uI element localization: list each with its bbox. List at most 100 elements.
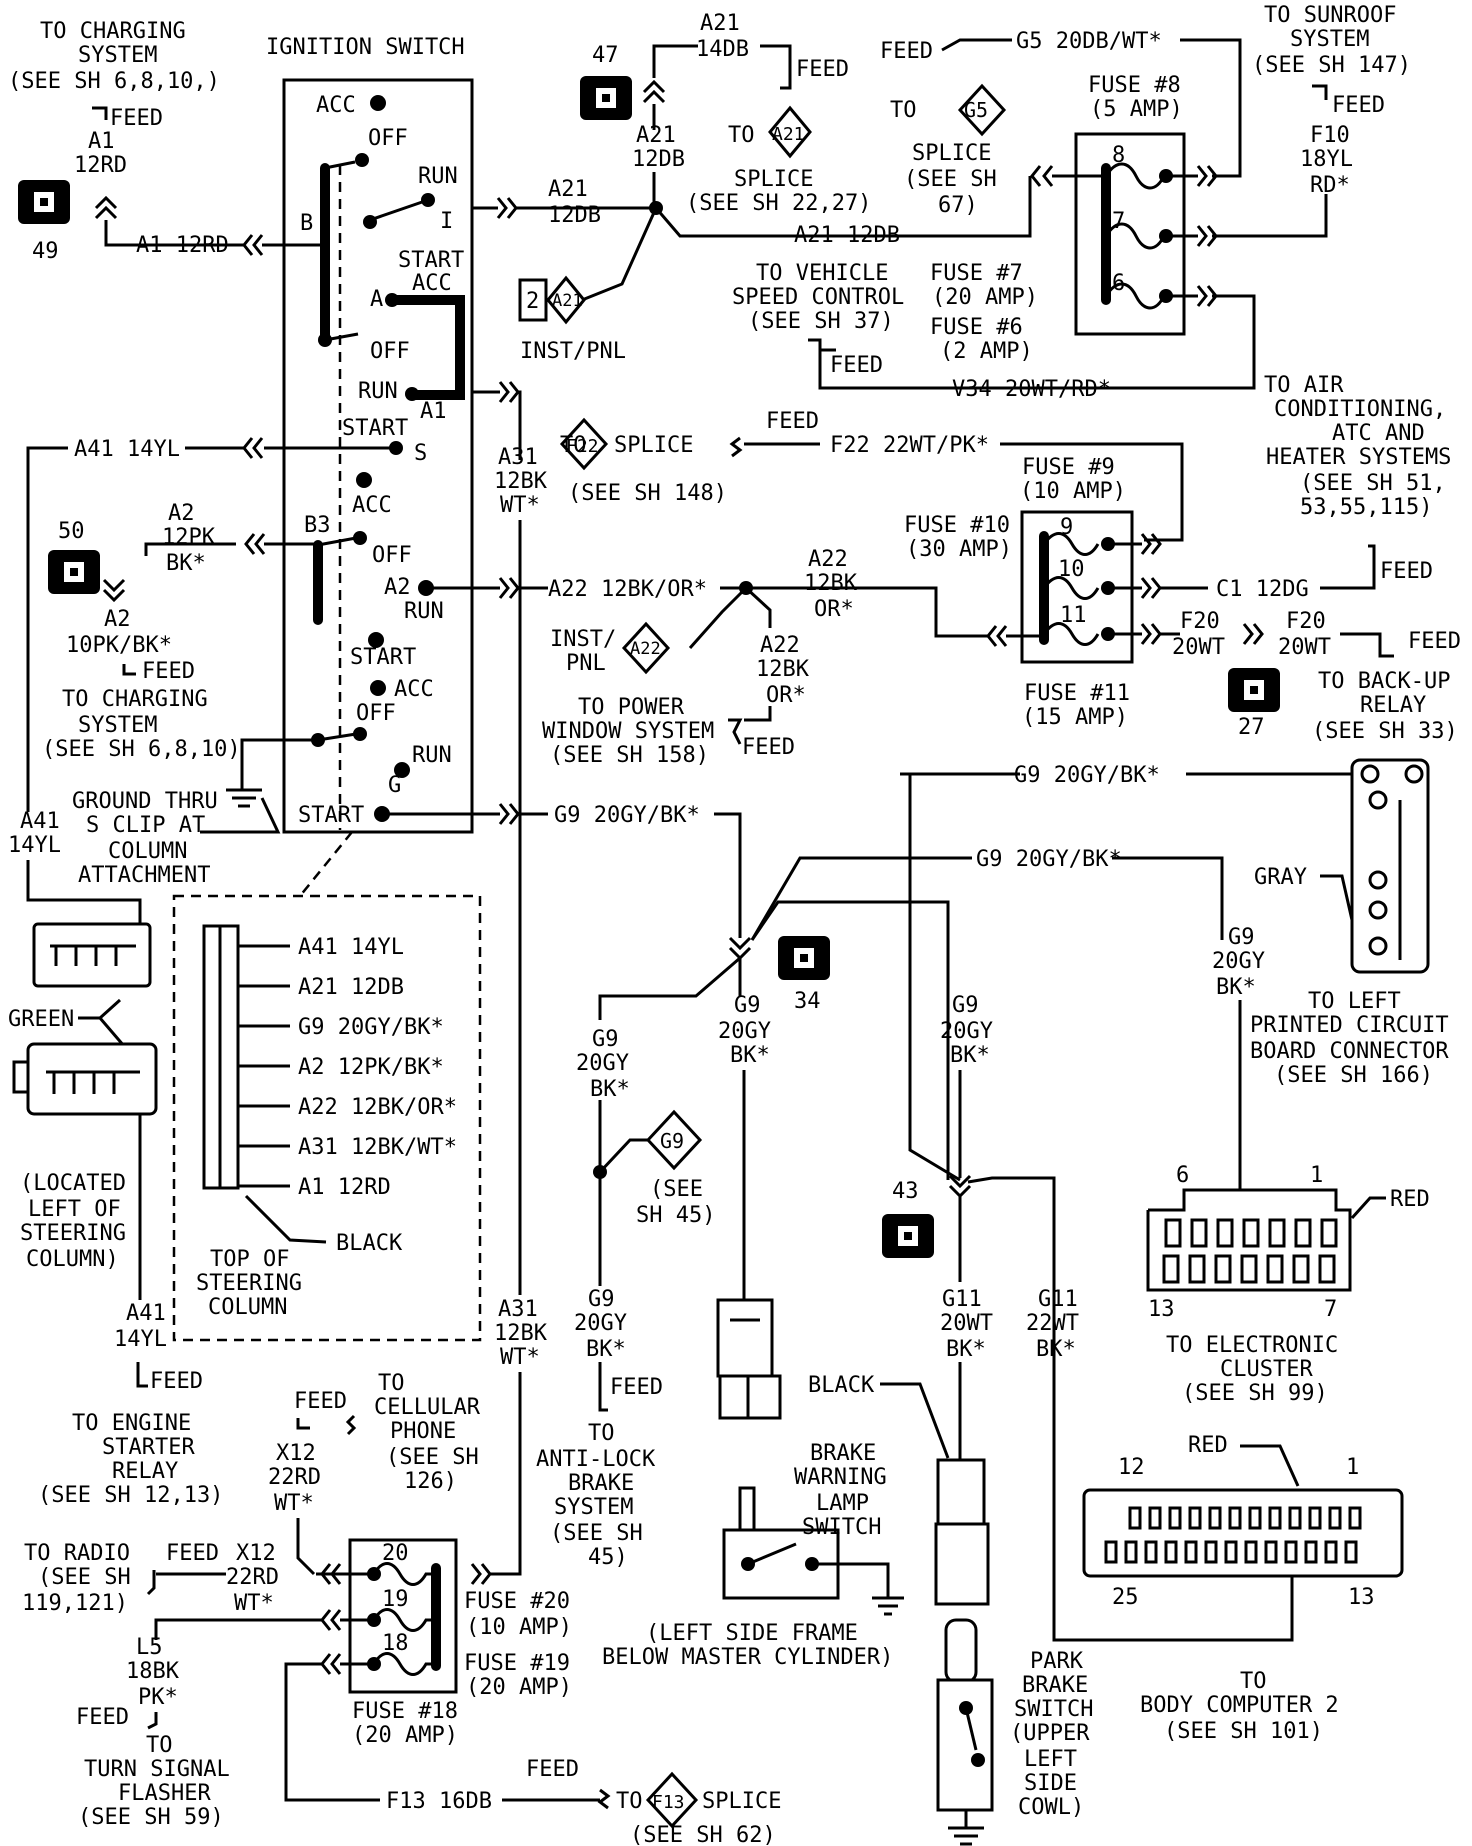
svg-text:RED: RED	[1390, 1187, 1430, 1212]
fuse-block-mid: FUSE #9 (10 AMP) FUSE #10 (30 AMP) 9 10 …	[904, 373, 1461, 744]
svg-text:G9: G9	[588, 1287, 615, 1312]
park-brake-switch-body	[936, 1678, 994, 1812]
svg-text:SPLICE: SPLICE	[614, 433, 693, 458]
green-connector-top	[32, 922, 152, 988]
body-computer-pin	[1288, 1506, 1302, 1530]
svg-text:14YL: 14YL	[114, 1327, 167, 1352]
body-computer-pin	[1244, 1540, 1258, 1564]
svg-text:WT*: WT*	[234, 1591, 274, 1616]
svg-text:BOARD CONNECTOR: BOARD CONNECTOR	[1250, 1039, 1449, 1064]
svg-text:TO CHARGING: TO CHARGING	[40, 19, 186, 44]
svg-text:BK*: BK*	[950, 1043, 990, 1068]
cluster-pin	[1188, 1254, 1206, 1284]
svg-text:RELAY: RELAY	[112, 1459, 178, 1484]
svg-text:OFF: OFF	[368, 126, 408, 151]
svg-text:12BK: 12BK	[756, 657, 810, 682]
svg-text:1: 1	[1310, 1163, 1323, 1188]
svg-text:20GY: 20GY	[574, 1311, 627, 1336]
body-computer-pin	[1168, 1506, 1182, 1530]
svg-text:F22: F22	[566, 436, 599, 457]
svg-text:A41 14YL: A41 14YL	[298, 935, 404, 960]
svg-text:10PK/BK*: 10PK/BK*	[66, 633, 172, 658]
svg-text:A2 12PK/BK*: A2 12PK/BK*	[298, 1055, 444, 1080]
svg-text:C1 12DG: C1 12DG	[1216, 577, 1309, 602]
svg-text:A22: A22	[808, 547, 848, 572]
svg-text:A2: A2	[384, 575, 411, 600]
body-computer-pin	[1228, 1506, 1242, 1530]
svg-text:12DB: 12DB	[632, 147, 685, 172]
svg-text:G11: G11	[942, 1287, 982, 1312]
splice-g5-diamond	[957, 83, 1007, 137]
svg-text:20GY: 20GY	[576, 1051, 629, 1076]
splice-f13-diamond	[645, 1771, 699, 1829]
svg-text:(SEE SH 148): (SEE SH 148)	[568, 481, 727, 506]
body-computer-pin	[1264, 1540, 1278, 1564]
svg-text:OR*: OR*	[814, 597, 854, 622]
svg-text:L5: L5	[136, 1635, 163, 1660]
svg-text:FEED: FEED	[766, 409, 819, 434]
svg-text:WINDOW SYSTEM: WINDOW SYSTEM	[542, 719, 714, 744]
svg-text:12DB: 12DB	[548, 203, 601, 228]
svg-text:RUN: RUN	[404, 599, 444, 624]
svg-text:A21: A21	[636, 123, 676, 148]
svg-text:G9: G9	[952, 993, 979, 1018]
svg-text:22WT: 22WT	[1026, 1311, 1079, 1336]
body-computer-pin	[1188, 1506, 1202, 1530]
splice-a22-diamond	[621, 621, 671, 675]
body-computer-plug	[1082, 1488, 1404, 1578]
svg-text:(2 AMP): (2 AMP)	[940, 339, 1033, 364]
svg-text:(20 AMP): (20 AMP)	[352, 1723, 458, 1748]
body-computer-pin	[1204, 1540, 1218, 1564]
svg-text:BELOW MASTER CYLINDER): BELOW MASTER CYLINDER)	[602, 1645, 893, 1670]
svg-text:S CLIP AT: S CLIP AT	[86, 813, 205, 838]
svg-text:A22: A22	[760, 633, 800, 658]
svg-text:TO RADIO: TO RADIO	[24, 1541, 130, 1566]
svg-text:13: 13	[1148, 1297, 1175, 1322]
svg-text:(LOCATED: (LOCATED	[20, 1171, 126, 1196]
svg-text:A41 14YL: A41 14YL	[74, 437, 180, 462]
svg-text:G9: G9	[1228, 925, 1255, 950]
svg-text:8: 8	[1112, 143, 1125, 168]
svg-text:A1: A1	[88, 129, 115, 154]
svg-text:PNL: PNL	[566, 651, 606, 676]
splice-f22-diamond	[559, 417, 609, 471]
body-computer-pin	[1164, 1540, 1178, 1564]
svg-text:TO: TO	[728, 123, 755, 148]
svg-text:BK*: BK*	[590, 1077, 630, 1102]
svg-text:(SEE SH 51,: (SEE SH 51,	[1300, 471, 1446, 496]
svg-text:FEED: FEED	[76, 1705, 129, 1730]
inst-pnl-connector	[518, 278, 548, 322]
svg-text:(SEE SH 59): (SEE SH 59)	[78, 1805, 224, 1830]
body-computer-pin	[1104, 1540, 1118, 1564]
svg-text:(SEE SH 101): (SEE SH 101)	[1164, 1719, 1323, 1744]
svg-text:FUSE #9: FUSE #9	[1022, 455, 1115, 480]
svg-text:126): 126)	[404, 1469, 457, 1494]
svg-text:TO: TO	[378, 1371, 405, 1396]
svg-text:TO: TO	[1240, 1669, 1267, 1694]
svg-text:TO: TO	[616, 1789, 643, 1814]
svg-text:(SEE SH: (SEE SH	[38, 1565, 131, 1590]
svg-text:47: 47	[592, 43, 619, 68]
svg-text:(SEE SH: (SEE SH	[550, 1521, 643, 1546]
svg-text:FEED: FEED	[830, 353, 883, 378]
svg-text:LEFT OF: LEFT OF	[28, 1197, 121, 1222]
svg-text:18BK: 18BK	[126, 1659, 180, 1684]
svg-text:14YL: 14YL	[8, 833, 61, 858]
svg-text:TO CHARGING: TO CHARGING	[62, 687, 208, 712]
svg-text:TO ENGINE: TO ENGINE	[72, 1411, 191, 1436]
svg-text:20GY: 20GY	[1212, 949, 1265, 974]
svg-text:FUSE #18: FUSE #18	[352, 1699, 458, 1724]
svg-text:(SEE SH 33): (SEE SH 33)	[1312, 719, 1458, 744]
svg-text:PK*: PK*	[138, 1685, 178, 1710]
cluster-pin	[1268, 1218, 1286, 1248]
svg-text:FEED: FEED	[150, 1369, 203, 1394]
ignition-switch-body	[282, 78, 474, 834]
svg-text:A1: A1	[420, 399, 447, 424]
svg-text:WT*: WT*	[500, 1345, 540, 1370]
svg-text:TO LEFT: TO LEFT	[1308, 989, 1401, 1014]
svg-text:1: 1	[1346, 1455, 1359, 1480]
svg-text:27: 27	[1238, 715, 1265, 740]
svg-text:(5 AMP): (5 AMP)	[1090, 97, 1183, 122]
splice-a21-diamond	[768, 105, 812, 159]
svg-text:BK*: BK*	[1036, 1337, 1076, 1362]
